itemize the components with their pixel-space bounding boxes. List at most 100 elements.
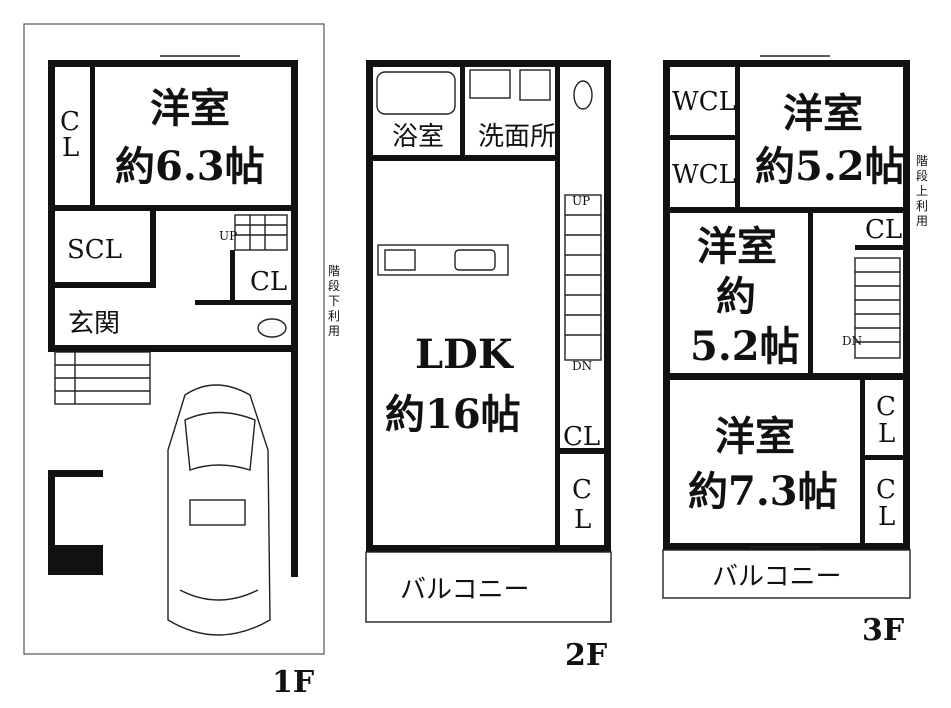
room-bath: 浴室 — [392, 122, 444, 152]
wall — [55, 205, 291, 211]
room-ldk: LDK — [415, 331, 514, 378]
floor-label-3f: 3F — [862, 613, 904, 648]
room-western-size: 5.2帖 — [690, 323, 800, 370]
room-western-size: 約6.3帖 — [115, 143, 265, 190]
room-western: 洋室 — [715, 413, 795, 460]
balcony-outline — [365, 551, 612, 623]
wall — [55, 282, 155, 288]
closet-label: L — [878, 419, 895, 449]
kitchen-sink — [454, 249, 496, 271]
svg-text:利: 利 — [328, 309, 340, 323]
wall — [373, 155, 557, 161]
closet-label: C — [876, 392, 896, 422]
stairs-up-label: UP — [219, 229, 237, 243]
closet-label: L — [62, 133, 79, 163]
closet-label: L — [574, 505, 591, 535]
stairs — [234, 214, 288, 251]
svg-text:階: 階 — [916, 153, 928, 168]
room-western: 洋室 — [783, 90, 863, 137]
room-scl: SCL — [67, 235, 122, 265]
balcony-outline — [662, 549, 911, 599]
wall — [865, 455, 903, 460]
svg-text:上: 上 — [916, 184, 928, 198]
wall — [860, 380, 865, 543]
stairs — [564, 194, 602, 361]
svg-text:下: 下 — [328, 294, 340, 308]
svg-text:段: 段 — [328, 278, 340, 293]
wall — [150, 211, 156, 288]
room-wcl: WCL — [672, 87, 736, 117]
svg-text:階: 階 — [328, 263, 340, 278]
wall — [670, 207, 910, 213]
wall — [735, 67, 740, 212]
floor-2f: 浴室 洗面所 LDK 約16帖 CL C L UP DN バルコニー 2F — [365, 60, 612, 673]
genkan-floor — [54, 351, 151, 405]
stove — [384, 249, 416, 271]
wall — [48, 60, 298, 67]
stairs-note: 階 段 下 利 用 — [328, 263, 340, 338]
toilet — [573, 80, 593, 110]
room-western-size: 約 — [716, 273, 756, 320]
floor-3f: WCL WCL 洋室 約5.2帖 洋室 約 5.2帖 洋室 約7.3帖 CL C… — [662, 55, 928, 648]
bathtub — [376, 71, 456, 115]
svg-text:用: 用 — [328, 324, 340, 338]
site-boundary — [23, 23, 325, 655]
room-washroom: 洗面所 — [478, 122, 556, 152]
svg-text:用: 用 — [916, 214, 928, 228]
wall — [48, 345, 298, 352]
kitchen-counter — [377, 244, 509, 276]
svg-text:段: 段 — [916, 168, 928, 183]
stairs-up-label: UP — [572, 194, 590, 208]
room-western: 洋室 — [697, 223, 777, 270]
washbasin — [469, 69, 511, 99]
wall — [808, 213, 813, 378]
wall — [855, 245, 903, 250]
room-cl: CL — [865, 215, 902, 245]
room-cl: CL — [563, 422, 600, 452]
wall — [663, 60, 910, 67]
closet-label: C — [60, 107, 80, 137]
wall — [291, 60, 298, 350]
closet-wall — [90, 67, 95, 205]
wall — [48, 60, 55, 350]
post — [48, 545, 103, 575]
toilet — [257, 318, 287, 338]
wall — [291, 352, 298, 577]
balcony-label: バルコニー — [400, 575, 529, 605]
stairs-down-label: DN — [572, 359, 592, 373]
stairs-note: 階 段 上 利 用 — [916, 153, 928, 228]
wall — [230, 250, 235, 305]
floor-label-2f: 2F — [565, 638, 607, 673]
closet-label: L — [878, 502, 895, 532]
wall — [903, 60, 910, 550]
wall — [366, 60, 373, 550]
room-western-size: 約7.3帖 — [688, 468, 838, 515]
room-western: 洋室 — [150, 85, 230, 132]
svg-text:利: 利 — [916, 199, 928, 213]
car-icon — [167, 384, 271, 636]
stairs — [854, 257, 901, 359]
post — [48, 470, 103, 477]
stairs-down-label: DN — [842, 334, 862, 348]
wall — [366, 60, 611, 67]
wall — [670, 373, 910, 380]
wall — [604, 60, 611, 550]
room-cl: CL — [250, 267, 287, 297]
floor-1f: 洋室 約6.3帖 C L SCL 玄関 CL UP 階 段 下 利 用 1F — [23, 23, 340, 700]
wall — [460, 67, 465, 157]
floor-label-1f: 1F — [272, 665, 314, 700]
wall — [670, 135, 735, 140]
room-western-size: 約5.2帖 — [755, 143, 905, 190]
room-ldk-size: 約16帖 — [385, 391, 521, 438]
wall — [560, 448, 604, 454]
washer — [519, 69, 551, 101]
wall — [555, 67, 560, 545]
room-wcl: WCL — [672, 160, 736, 190]
closet-label: C — [572, 475, 592, 505]
closet-label: C — [876, 475, 896, 505]
room-genkan: 玄関 — [68, 309, 120, 339]
balcony-label: バルコニー — [712, 562, 841, 592]
wall — [195, 300, 291, 305]
